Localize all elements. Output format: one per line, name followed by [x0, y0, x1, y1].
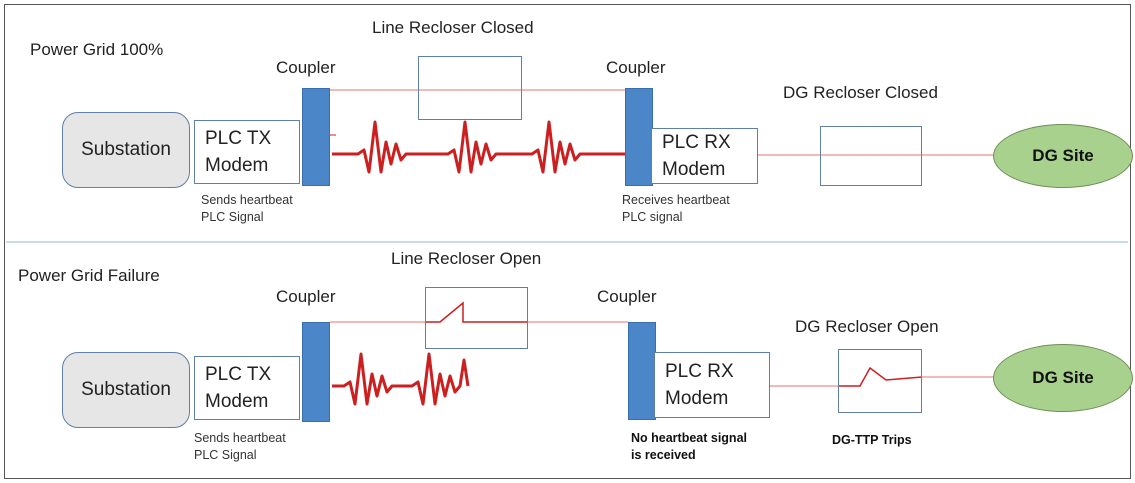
top-tx-modem-line2: Modem [205, 155, 269, 176]
bottom-substation-box: Substation [62, 352, 190, 428]
top-coupler-left-label: Coupler [276, 58, 336, 77]
bottom-tx-note: Sends heartbeat PLC Signal [194, 430, 286, 464]
bottom-tx-modem-line2: Modem [205, 391, 269, 412]
top-coupler-right-label: Coupler [606, 58, 666, 77]
top-dg-site-label: DG Site [1032, 146, 1094, 165]
top-dg-site: DG Site [993, 124, 1133, 188]
top-plc-tx-modem: PLC TX Modem [194, 120, 300, 184]
top-tx-note-line2: PLC Signal [201, 210, 264, 224]
top-coupler-right [625, 88, 653, 186]
bottom-tx-modem-line1: PLC TX [205, 364, 272, 385]
top-rx-note-line1: Receives heartbeat [622, 193, 730, 207]
bottom-dg-site-label: DG Site [1032, 368, 1094, 387]
bottom-dg-recloser-open-switch [838, 366, 923, 387]
top-substation-box: Substation [62, 112, 190, 188]
top-dg-recloser-title: DG Recloser Closed [783, 83, 938, 102]
bottom-coupler-left [302, 322, 330, 422]
top-tx-note: Sends heartbeat PLC Signal [201, 192, 293, 226]
bottom-substation-label: Substation [81, 379, 171, 400]
bottom-dg-site: DG Site [993, 344, 1133, 412]
bottom-coupler-right-label: Coupler [597, 287, 657, 306]
bottom-rx-modem-line1: PLC RX [665, 361, 734, 382]
bottom-rx-note: No heartbeat signal is received [631, 430, 747, 464]
top-line-recloser-title: Line Recloser Closed [372, 18, 534, 37]
top-substation-label: Substation [81, 139, 171, 160]
top-tx-modem-line1: PLC TX [205, 128, 272, 149]
top-section-title: Power Grid 100% [30, 40, 164, 59]
bottom-coupler-right [628, 322, 656, 420]
top-heartbeat-signal [332, 120, 625, 174]
bottom-section-title: Power Grid Failure [18, 266, 160, 285]
bottom-line-recloser-open-switch [425, 301, 528, 323]
bottom-dg-recloser-box [838, 349, 922, 413]
top-plc-rx-modem: PLC RX Modem [651, 128, 758, 184]
bottom-heartbeat-signal [332, 352, 470, 406]
top-tx-note-line1: Sends heartbeat [201, 193, 293, 207]
bottom-dg-recloser-title: DG Recloser Open [795, 317, 939, 336]
bottom-tx-note-line1: Sends heartbeat [194, 431, 286, 445]
top-coupler-left [302, 88, 330, 186]
bottom-tx-note-line2: PLC Signal [194, 448, 257, 462]
bottom-plc-tx-modem: PLC TX Modem [194, 356, 300, 420]
top-rx-modem-line1: PLC RX [662, 132, 731, 153]
bottom-line-recloser-box [425, 287, 528, 349]
diagram-frame [4, 4, 1131, 479]
top-dg-recloser-box [820, 126, 922, 186]
bottom-rx-note-line1: No heartbeat signal [631, 431, 747, 445]
bottom-coupler-left-label: Coupler [276, 287, 336, 306]
top-rx-modem-line2: Modem [662, 159, 726, 180]
bottom-line-recloser-title: Line Recloser Open [391, 249, 542, 268]
bottom-dg-trip-note: DG-TTP Trips [832, 433, 912, 447]
bottom-rx-note-line2: is received [631, 448, 696, 462]
top-rx-note-line2: PLC signal [622, 210, 683, 224]
bottom-rx-modem-line2: Modem [665, 388, 729, 409]
bottom-plc-rx-modem: PLC RX Modem [654, 352, 770, 418]
top-rx-note: Receives heartbeat PLC signal [622, 192, 730, 226]
top-line-recloser-box [418, 56, 522, 120]
